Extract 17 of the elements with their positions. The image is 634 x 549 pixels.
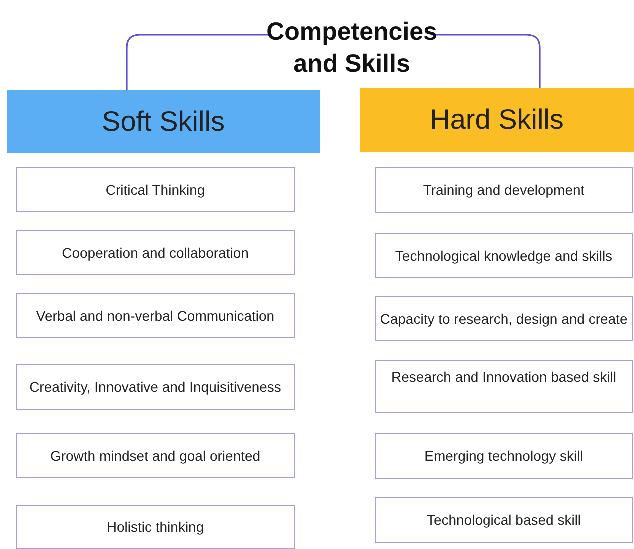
skill-box: Verbal and non-verbal Communication xyxy=(16,293,295,338)
skill-box: Cooperation and collaboration xyxy=(16,230,295,275)
skill-box: Critical Thinking xyxy=(16,167,295,212)
skill-box: Capacity to research, design and create xyxy=(375,296,633,341)
skill-box: Growth mindset and goal oriented xyxy=(16,433,295,478)
connector-line xyxy=(126,34,268,90)
skill-box: Emerging technology skill xyxy=(375,433,633,479)
skill-box: Technological knowledge and skills xyxy=(375,233,633,278)
diagram-title: Competencies and Skills xyxy=(268,8,436,88)
skill-box: Research and Innovation based skill xyxy=(375,360,633,413)
connector-line xyxy=(436,34,541,88)
skill-box: Technological based skill xyxy=(375,497,633,543)
skill-box: Creativity, Innovative and Inquisitiveness xyxy=(16,364,295,410)
category-header: Hard Skills xyxy=(360,88,634,152)
category-header: Soft Skills xyxy=(7,90,320,153)
skill-box: Training and development xyxy=(375,167,633,213)
skill-box: Holistic thinking xyxy=(16,505,295,549)
